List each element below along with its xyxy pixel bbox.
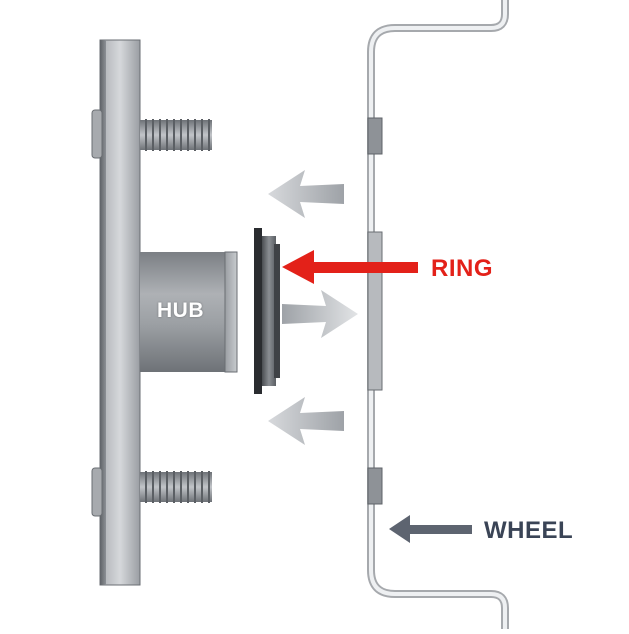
- ring-pointer-arrow: [282, 250, 418, 284]
- arrow-left-top: [268, 170, 344, 218]
- hub-label: HUB: [157, 299, 204, 322]
- hub-cylinder: [140, 251, 238, 373]
- ring-label: RING: [431, 255, 493, 282]
- wheel-label: WHEEL: [484, 517, 574, 544]
- hub-plate: [91, 39, 141, 586]
- wheel-pointer-arrow: [389, 515, 472, 543]
- arrow-right-middle: [282, 290, 358, 338]
- wheel-stud-bottom: [140, 471, 212, 503]
- hub-ring: [254, 228, 280, 394]
- wheel-stud-top: [140, 119, 212, 151]
- arrow-left-bottom: [268, 397, 344, 445]
